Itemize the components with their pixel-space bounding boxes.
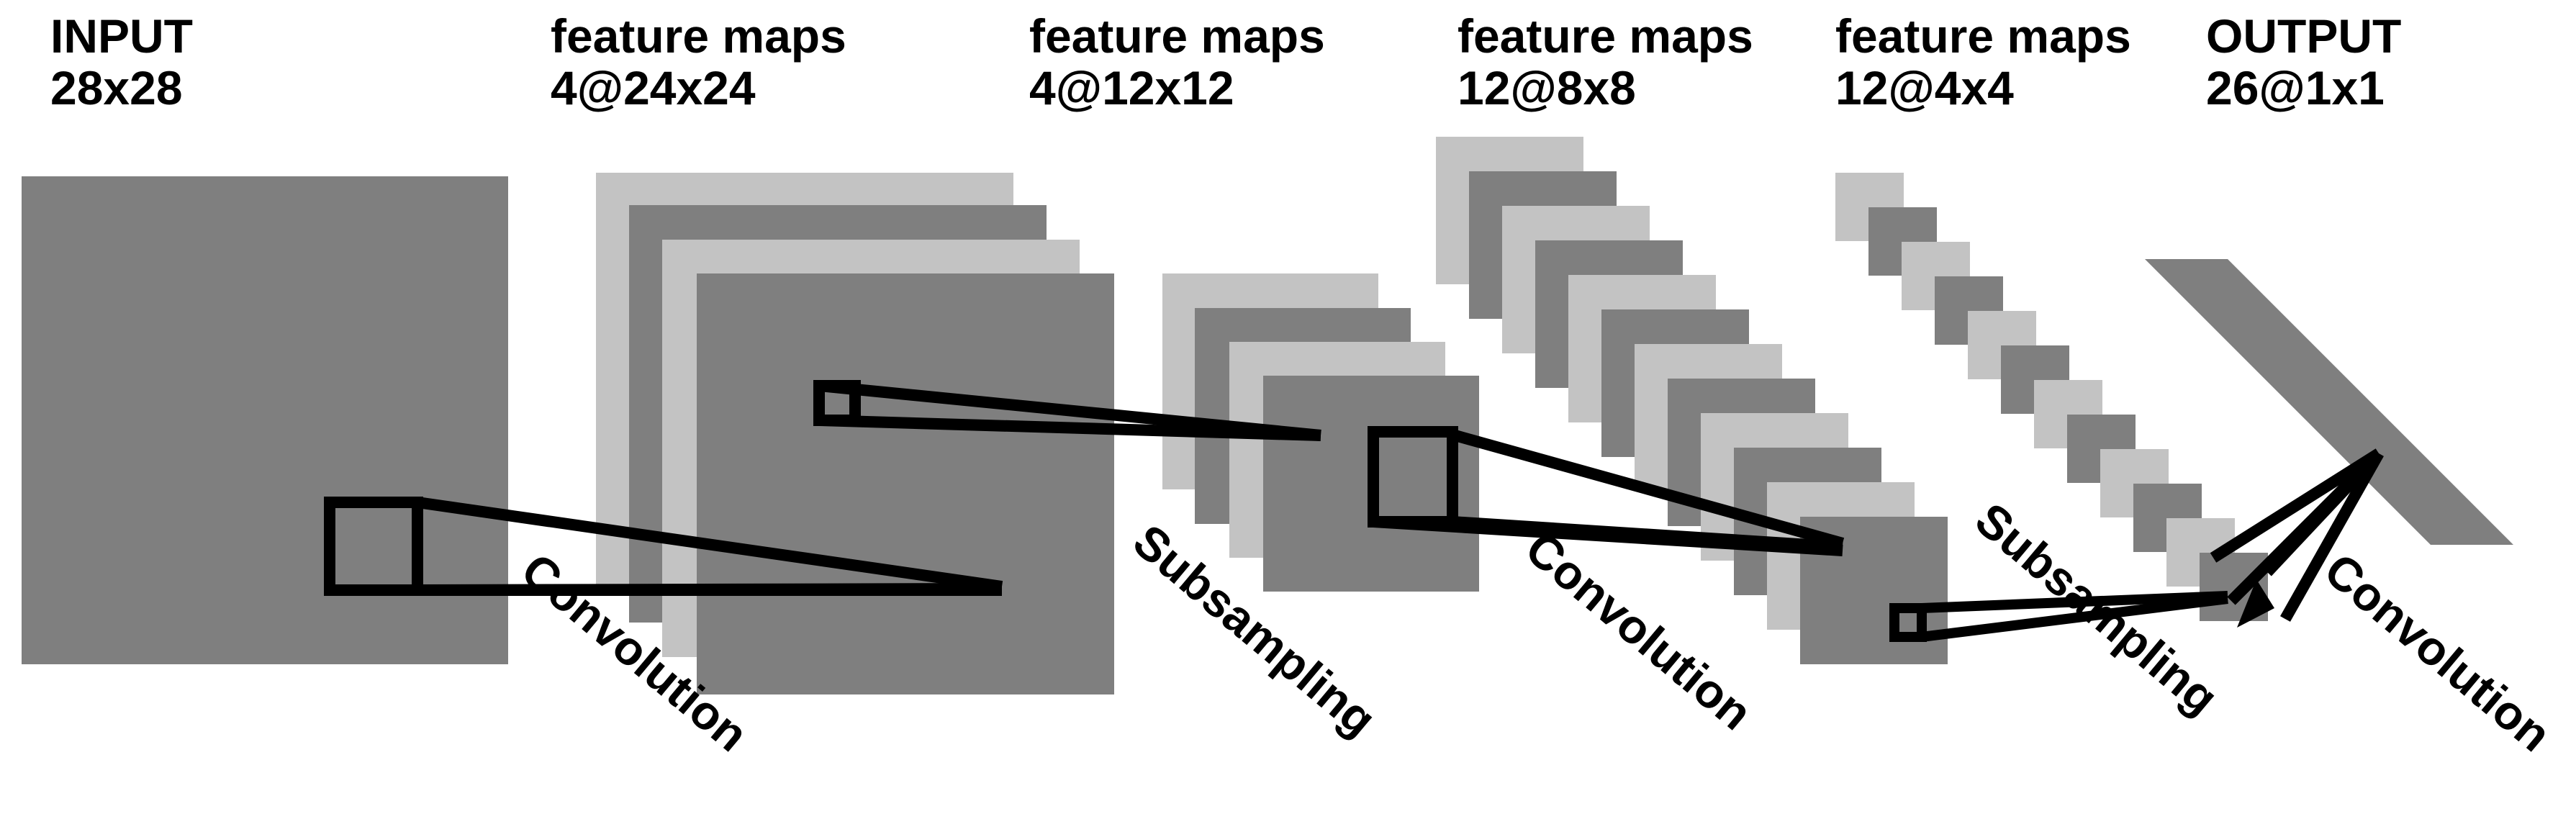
operation-label-convolution-3: Convolution xyxy=(2315,543,2561,761)
projection-line-3 xyxy=(2263,449,2383,576)
input-map-square xyxy=(22,176,508,664)
projection-line-top xyxy=(416,497,1003,592)
layer-label-output: OUTPUT 26@1x1 xyxy=(2206,10,2401,114)
projection-line-top xyxy=(1921,591,2228,613)
feature-maps-4x12x12 xyxy=(1162,273,1479,592)
projection-line-bottom xyxy=(818,415,1321,441)
output-band xyxy=(2145,259,2513,545)
output-maps xyxy=(2145,259,2513,545)
layer-label-conv1: feature maps 4@24x24 xyxy=(551,10,846,114)
feature-map-4 xyxy=(697,273,1114,694)
layer-title: feature maps xyxy=(1835,9,2131,63)
layer-title: feature maps xyxy=(551,9,846,63)
feature-maps-4x24x24 xyxy=(596,173,1114,694)
layer-size: 4@24x24 xyxy=(551,61,756,114)
layer-label-pool1: feature maps 4@12x12 xyxy=(1029,10,1325,114)
projection-line-top xyxy=(1450,429,1845,549)
layer-size: 28x28 xyxy=(50,61,183,114)
projection-line-inner xyxy=(1452,516,1843,553)
layer-title: feature maps xyxy=(1458,9,1753,63)
layer-label-conv2: feature maps 12@8x8 xyxy=(1458,10,1753,114)
input-map xyxy=(22,176,508,664)
layer-size: 12@4x4 xyxy=(1835,61,2014,114)
layer-size: 12@8x8 xyxy=(1458,61,1636,114)
layer-title: OUTPUT xyxy=(2206,9,2402,63)
layer-title: feature maps xyxy=(1029,9,1325,63)
projection-line-bottom xyxy=(1921,594,2228,642)
conv2-pool-window xyxy=(1889,603,1927,642)
projection-line-1 xyxy=(2210,448,2382,563)
projection-line-4 xyxy=(2280,451,2384,622)
layer-title: INPUT xyxy=(50,9,193,63)
arrow-head xyxy=(2237,579,2274,628)
layer-size: 26@1x1 xyxy=(2206,61,2385,114)
layer-size: 4@12x12 xyxy=(1029,61,1234,114)
connection-lines xyxy=(324,380,2384,642)
projection-line-inner xyxy=(417,583,1003,596)
layer-label-pool2: feature maps 12@4x4 xyxy=(1835,10,2131,114)
layer-label-input: INPUT 28x28 xyxy=(50,10,193,114)
